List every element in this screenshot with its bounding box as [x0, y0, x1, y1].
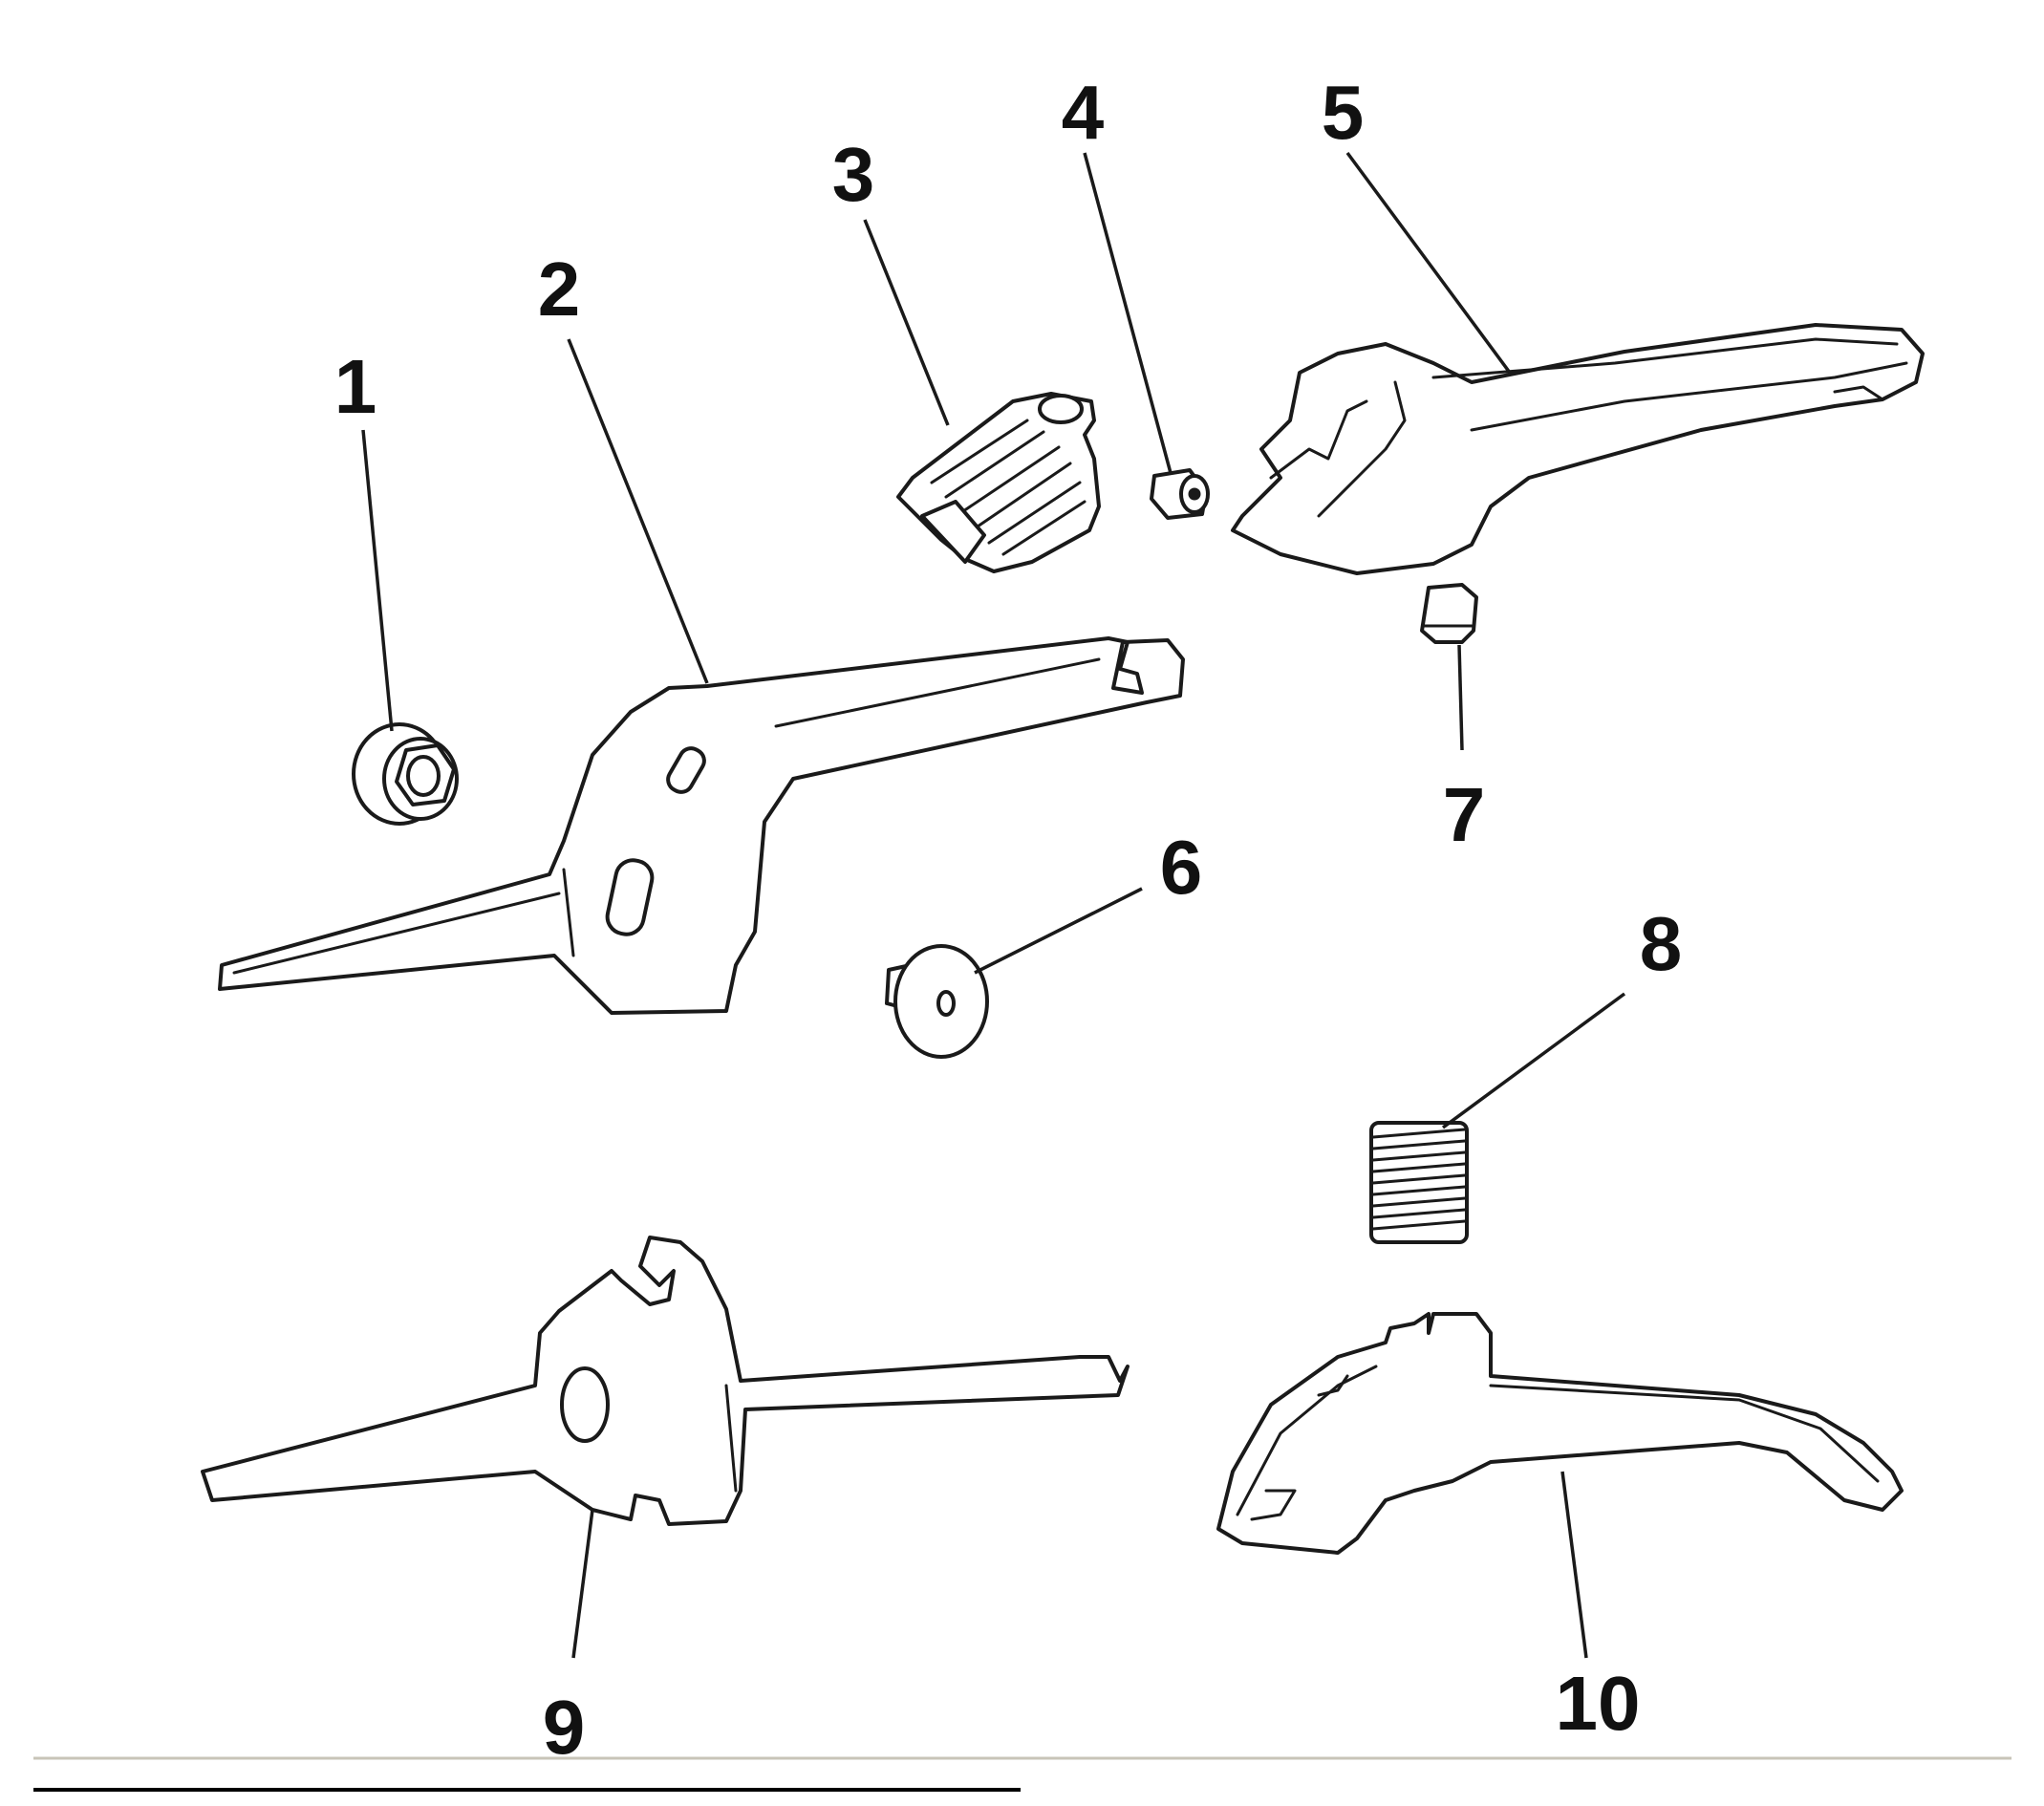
part-1-flange-nut — [352, 722, 459, 826]
leader-2 — [567, 338, 709, 684]
leader-4 — [1083, 152, 1173, 474]
callout-labels: 1 2 3 4 5 6 7 8 9 10 — [334, 70, 1683, 1770]
part-10-lower-handle — [1216, 1312, 1904, 1555]
callout-8: 8 — [1640, 901, 1683, 986]
callout-3: 3 — [832, 132, 875, 217]
part-7-stopper — [1420, 583, 1478, 644]
leader-10 — [1560, 1471, 1588, 1659]
callout-7: 7 — [1443, 772, 1486, 857]
callout-10: 10 — [1556, 1661, 1641, 1746]
leader-5 — [1345, 151, 1512, 375]
callout-1: 1 — [334, 344, 377, 429]
leader-9 — [571, 1509, 594, 1659]
callout-4: 4 — [1062, 70, 1105, 155]
part-4-pin — [1150, 468, 1210, 520]
leader-8 — [1441, 992, 1626, 1129]
part-9-lower-blade — [201, 1236, 1130, 1526]
leader-3 — [863, 219, 950, 426]
part-5-upper-handle — [1231, 323, 1925, 575]
callout-5: 5 — [1322, 70, 1365, 155]
leader-7 — [1457, 644, 1464, 751]
part-6-pivot-bolt — [885, 944, 989, 1059]
part-2-upper-blade — [218, 636, 1185, 1015]
part-8-spring — [1369, 1121, 1469, 1244]
part-3-blade-catch — [896, 392, 1101, 573]
callout-6: 6 — [1160, 825, 1203, 910]
leader-lines — [361, 151, 1626, 1659]
callout-9: 9 — [543, 1685, 586, 1770]
leader-1 — [361, 429, 394, 732]
leader-6 — [974, 887, 1143, 975]
callout-2: 2 — [538, 247, 581, 332]
